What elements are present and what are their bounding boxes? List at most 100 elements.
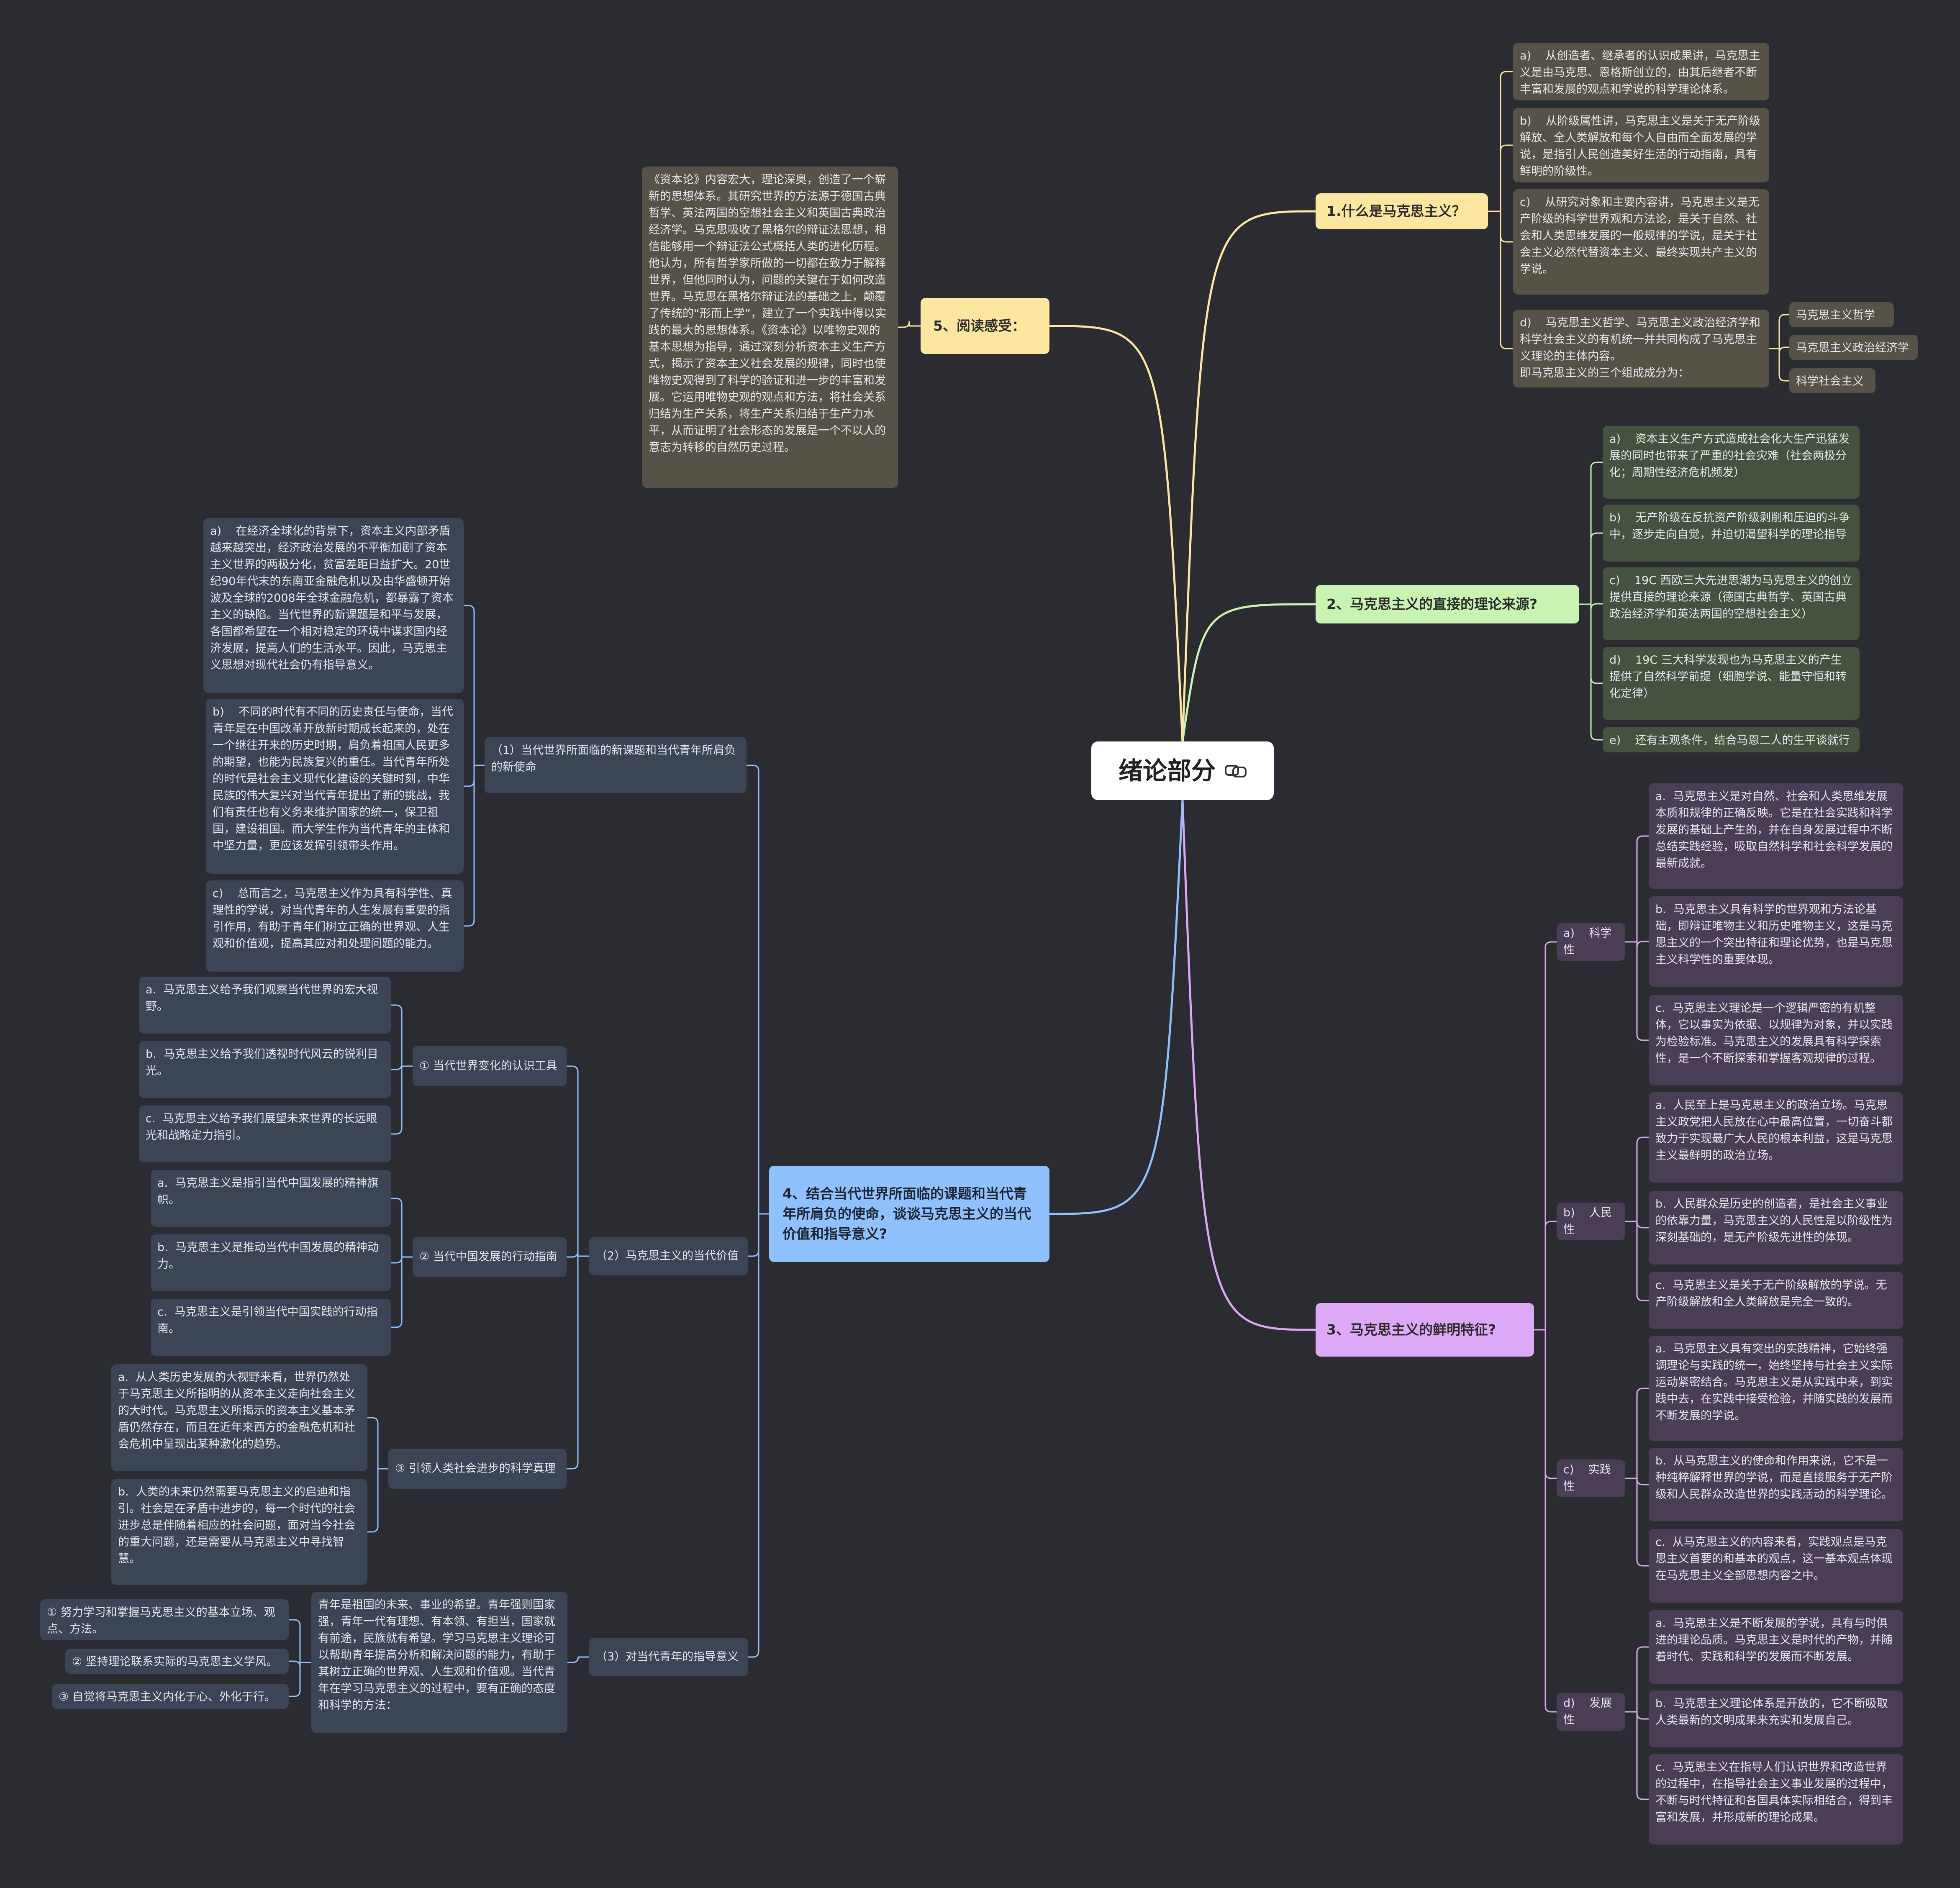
component-political-economy[interactable]: 马克思主义政治经济学 <box>1789 335 1918 360</box>
b1-item-d[interactable]: d) 马克思主义哲学、马克思主义政治经济学和科学社会主义的有机统一并共同构成了马… <box>1513 310 1769 387</box>
developing-item-a[interactable]: a. 马克思主义是不断发展的学说，具有与时俱进的理论品质。马克思主义是时代的产物… <box>1649 1610 1903 1684</box>
reading-reflection-text[interactable]: 《资本论》内容宏大，理论深奥，创造了一个崭新的思想体系。其研究世界的方法源于德国… <box>642 167 898 488</box>
value-group-action-guide[interactable]: ② 当代中国发展的行动指南 <box>413 1237 567 1277</box>
section-youth-guidance[interactable]: （3）对当代青年的指导意义 <box>589 1638 748 1676</box>
link-root-b2 <box>1181 603 1317 743</box>
guide-item-b[interactable]: b. 马克思主义是推动当代中国发展的精神动力。 <box>151 1234 391 1291</box>
link-root-b4 <box>1048 799 1184 1215</box>
section-contemporary-value[interactable]: （2）马克思主义的当代价值 <box>589 1237 748 1275</box>
people-item-c[interactable]: c. 马克思主义是关于无产阶级解放的学说。无产阶级解放和全人类解放是完全一致的。 <box>1649 1272 1903 1329</box>
truth-item-b[interactable]: b. 人类的未来仍然需要马克思主义的启迪和指引。社会是在矛盾中进步的，每一个时代… <box>111 1479 367 1585</box>
s1-item-b[interactable]: b) 不同的时代有不同的历史责任与使命，当代青年是在中国改革开放新时期成长起来的… <box>206 699 464 874</box>
link-b3-0 <box>1533 941 1557 1331</box>
scientific-item-b[interactable]: b. 马克思主义具有科学的世界观和方法论基础，即辩证唯物主义和历史唯物主义，这是… <box>1649 896 1903 987</box>
link-b3c-0 <box>1624 1388 1650 1479</box>
component-scientific-socialism[interactable]: 科学社会主义 <box>1789 368 1875 393</box>
value-group-cognitive-tool[interactable]: ① 当代世界变化的认识工具 <box>413 1046 567 1086</box>
scientific-item-a[interactable]: a. 马克思主义是对自然、社会和人类思维发展本质和规律的正确反映。它是在社会实践… <box>1649 783 1903 889</box>
link-s1-2 <box>463 764 485 927</box>
link-b3d-0 <box>1624 1646 1650 1713</box>
s1-item-a[interactable]: a) 在经济全球化的背景下，资本主义内部矛盾越来越突出，经济政治发展的不平衡加剧… <box>203 518 464 693</box>
method-item-1[interactable]: ① 努力学习和掌握马克思主义的基本立场、观点、方法。 <box>40 1599 289 1640</box>
link-s2-0 <box>566 1065 590 1257</box>
link-icon <box>1225 765 1247 777</box>
link-b1-0 <box>1487 71 1514 212</box>
link-b1-1 <box>1487 144 1514 212</box>
link-s1-0 <box>463 605 485 766</box>
feature-developing[interactable]: d) 发展性 <box>1557 1693 1625 1731</box>
component-philosophy[interactable]: 马克思主义哲学 <box>1789 302 1894 327</box>
value-group-scientific-truth[interactable]: ③ 引领人类社会进步的科学真理 <box>388 1449 567 1489</box>
guide-item-c[interactable]: c. 马克思主义是引领当代中国实践的行动指南。 <box>151 1299 391 1356</box>
link-s2a-0 <box>390 1004 413 1067</box>
method-item-3[interactable]: ③ 自觉将马克思主义内化于心、外化于行。 <box>52 1684 289 1709</box>
link-s2a-2 <box>390 1065 413 1135</box>
practical-item-a[interactable]: a. 马克思主义具有突出的实践精神，它始终强调理论与实践的统一，始终坚持与社会主… <box>1649 1336 1903 1441</box>
root-label: 绪论部分 <box>1118 757 1216 785</box>
link-b1-3 <box>1487 210 1514 349</box>
b2-item-a[interactable]: a) 资本主义生产方式造成社会化大生产迅猛发展的同时也带来了严重的社会灾难（社会… <box>1603 426 1860 499</box>
link-b2-4 <box>1578 603 1603 741</box>
developing-item-b[interactable]: b. 马克思主义理论体系是开放的，它不断吸取人类最新的文明成果来充实和发展自己。 <box>1649 1690 1903 1747</box>
branch-theoretical-sources[interactable]: 2、马克思主义的直接的理论来源? <box>1316 585 1579 623</box>
link-b3-1 <box>1533 1221 1557 1331</box>
branch-contemporary-value[interactable]: 4、结合当代世界所面临的课题和当代青年所肩负的使命，谈谈马克思主义的当代价值和指… <box>769 1166 1049 1262</box>
link-b3b-2 <box>1624 1221 1650 1301</box>
developing-item-c[interactable]: c. 马克思主义在指导人们认识世界和改造世界的过程中，在指导社会主义事业发展的过… <box>1649 1754 1903 1844</box>
tool-item-a[interactable]: a. 马克思主义给予我们观察当代世界的宏大视野。 <box>139 977 391 1034</box>
people-item-b[interactable]: b. 人民群众是历史的创造者，是社会主义事业的依靠力量，马克思主义的人民性是以阶… <box>1649 1191 1903 1265</box>
link-b5-0 <box>897 321 921 328</box>
branch-reading-reflection[interactable]: 5、阅读感受： <box>921 298 1049 354</box>
link-root-b1 <box>1181 210 1317 743</box>
branch-what-is-marxism[interactable]: 1.什么是马克思主义？ <box>1316 193 1488 229</box>
link-s2b-0 <box>390 1198 413 1258</box>
youth-guidance-text[interactable]: 青年是祖国的未来、事业的希望。青年强则国家强，青年一代有理想、有本领、有担当，国… <box>311 1592 567 1733</box>
people-item-a[interactable]: a. 人民至上是马克思主义的政治立场。马克思主义政党把人民放在心中最高位置，一切… <box>1649 1092 1903 1183</box>
link-b3a-2 <box>1624 941 1650 1041</box>
link-root-b5 <box>1048 325 1184 743</box>
link-b1d-0 <box>1768 314 1790 349</box>
feature-practical[interactable]: c) 实践性 <box>1557 1460 1625 1497</box>
tool-item-b[interactable]: b. 马克思主义给予我们透视时代风云的锐利目光。 <box>139 1041 391 1098</box>
link-b2-1 <box>1578 532 1603 605</box>
branch-distinct-features[interactable]: 3、马克思主义的鲜明特征? <box>1316 1303 1534 1357</box>
b2-item-c[interactable]: c) 19C 西欧三大先进思潮为马克思主义的创立提供直接的理论来源（德国古典哲学… <box>1603 567 1860 640</box>
link-b3b-0 <box>1624 1136 1650 1222</box>
root-topic[interactable]: 绪论部分 <box>1091 741 1274 800</box>
link-root-b3 <box>1181 799 1317 1331</box>
scientific-item-c[interactable]: c. 马克思主义理论是一个逻辑严密的有机整体，它以事实为依据、以规律为对象，并以… <box>1649 995 1903 1085</box>
section-new-topics[interactable]: （1）当代世界所面临的新课题和当代青年所肩负的新使命 <box>485 737 747 793</box>
link-s2c-0 <box>367 1417 389 1470</box>
link-s2c-1 <box>367 1468 389 1533</box>
b2-item-e[interactable]: e) 还有主观条件，结合马恩二人的生平谈就行 <box>1603 727 1860 752</box>
link-s3m-2 <box>288 1662 312 1697</box>
feature-people[interactable]: b) 人民性 <box>1557 1203 1625 1240</box>
link-b3c-2 <box>1624 1478 1650 1567</box>
feature-scientific[interactable]: a) 科学性 <box>1557 923 1625 961</box>
b2-item-b[interactable]: b) 无产阶级在反抗资产阶级剥削和压迫的斗争中，逐步走向自觉，并迫切渴望科学的理… <box>1603 505 1860 562</box>
practical-item-b[interactable]: b. 从马克思主义的使命和作用来说，它不是一种纯粹解释世界的学说，而是直接服务于… <box>1649 1448 1903 1521</box>
link-s2-2 <box>566 1255 590 1470</box>
link-b3a-0 <box>1624 835 1650 943</box>
b1-item-b[interactable]: b) 从阶级属性讲，马克思主义是关于无产阶级解放、全人类解放和每个人自由而全面发… <box>1513 108 1769 182</box>
s1-item-c[interactable]: c) 总而言之，马克思主义作为具有科学性、真理性的学说，对当代青年的人生发展有重… <box>206 880 464 972</box>
link-b1d-2 <box>1768 348 1790 382</box>
b2-item-d[interactable]: d) 19C 三大科学发现也为马克思主义的产生提供了自然科学前提（细胞学说、能量… <box>1603 647 1860 720</box>
method-item-2[interactable]: ② 坚持理论联系实际的马克思主义学风。 <box>65 1649 289 1674</box>
b1-item-a[interactable]: a) 从创造者、继承者的认识成果讲，马克思主义是由马克思、恩格斯创立的，由其后继… <box>1513 43 1769 100</box>
link-s3m-0 <box>288 1619 312 1663</box>
link-s3-0 <box>567 1656 590 1663</box>
link-s2b-2 <box>390 1256 413 1328</box>
link-b3-3 <box>1533 1329 1557 1713</box>
practical-item-c[interactable]: c. 从马克思主义的内容来看，实践观点是马克思主义首要的和基本的观点，这一基本观… <box>1649 1529 1903 1603</box>
b1-item-c[interactable]: c) 从研究对象和主要内容讲，马克思主义是无产阶级的科学世界观和方法论，是关于自… <box>1513 189 1769 295</box>
link-s2-1 <box>566 1251 590 1258</box>
link-b4-0 <box>746 764 770 1215</box>
tool-item-c[interactable]: c. 马克思主义给予我们展望未来世界的长远眼光和战略定力指引。 <box>139 1106 391 1162</box>
truth-item-a[interactable]: a. 从人类历史发展的大视野来看，世界仍然处于马克思主义所指明的从资本主义走向社… <box>111 1364 367 1471</box>
link-b2-0 <box>1578 462 1603 605</box>
link-b4-2 <box>747 1213 770 1658</box>
link-b3d-2 <box>1624 1711 1650 1800</box>
guide-item-a[interactable]: a. 马克思主义是指引当代中国发展的精神旗帜。 <box>151 1170 391 1227</box>
